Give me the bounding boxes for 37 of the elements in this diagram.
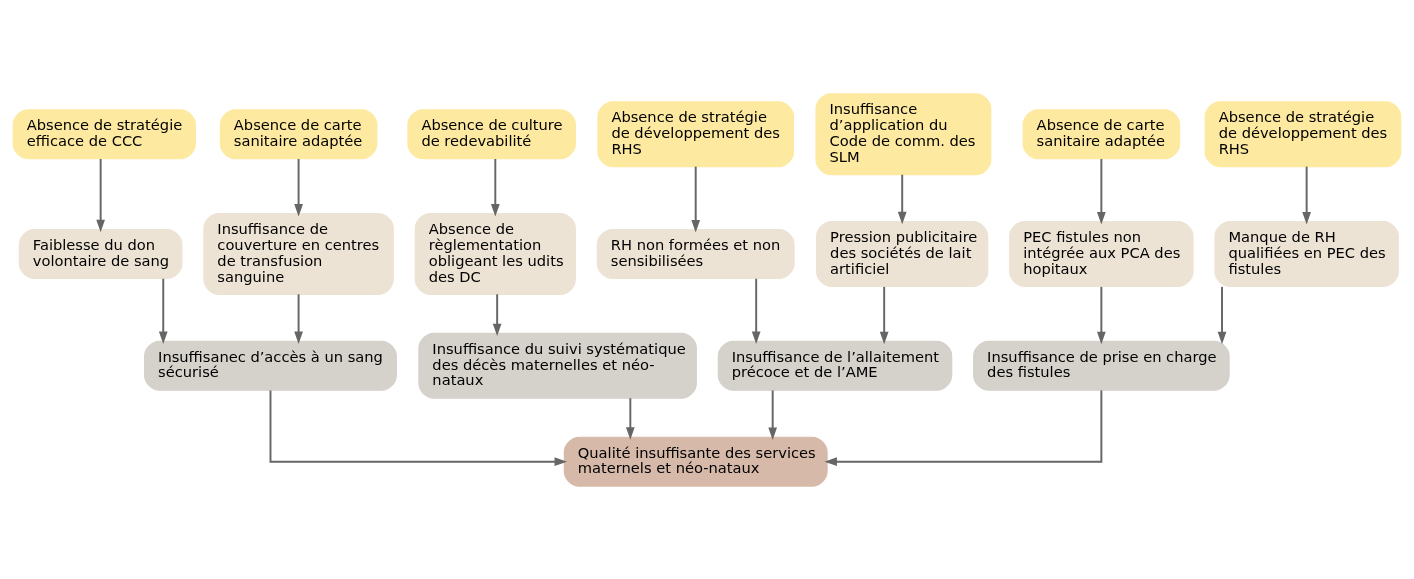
arrow [879, 285, 889, 344]
arrow [691, 165, 701, 232]
arrow [824, 388, 1103, 466]
arrow [751, 277, 761, 344]
node-box: Manque de RH qualifiées en PEC des fistules [1214, 220, 1399, 287]
arrow [625, 396, 635, 440]
node-box: PEC fistules non intégrée aux PCA des hopitaux [1009, 220, 1194, 287]
node-box: Absence de culture de redevabilité [407, 108, 576, 159]
node-box: Insuffisance de prise en charge des fistules [973, 340, 1230, 391]
arrow [1097, 157, 1106, 224]
arrow [490, 157, 500, 217]
node-box: Insuffisance d’application du Code de comm. des SLM [815, 92, 992, 175]
node-box: Insuffisance du suivi systématique des décès maternelles et néo-nataux [418, 332, 697, 399]
arrow [294, 292, 303, 344]
arrow [269, 388, 568, 466]
node-box: Insuffisance de couverture en centres de transfusion sanguine [203, 212, 394, 295]
node-box: Insuffisanec d’accès à un sang sécurisé [144, 340, 397, 391]
arrow [1097, 285, 1106, 344]
node-box: Absence de règlementation obligeant les udits des DC [414, 212, 576, 295]
arrow [1302, 165, 1311, 224]
node-box: Pression publicitaire des sociétés de lait artificiel [816, 220, 989, 287]
node-box: Absence de stratégie efficace de CCC [12, 108, 196, 159]
arrow [1217, 285, 1227, 344]
arrow [158, 277, 168, 344]
arrow [96, 157, 105, 232]
node-box: Absence de stratégie de développement des RHS [597, 100, 795, 167]
node-box: Qualité insuffisante des services maternels et néo-nataux [563, 436, 828, 487]
node-box: Faiblesse du don volontaire de sang [18, 228, 183, 279]
arrow [294, 157, 303, 217]
node-box: Insuffisance de l’allaitement précoce et de l’AME [717, 340, 953, 391]
node-box: Absence de carte sanitaire adaptée [1022, 108, 1181, 159]
arrow [768, 388, 778, 440]
node-box: Absence de carte sanitaire adaptée [219, 108, 378, 159]
arrow [492, 292, 502, 336]
arrow [897, 173, 907, 224]
node-box: RH non formées et non sensibilisées [596, 228, 795, 279]
node-box: Absence de stratégie de développement des RHS [1204, 100, 1402, 167]
